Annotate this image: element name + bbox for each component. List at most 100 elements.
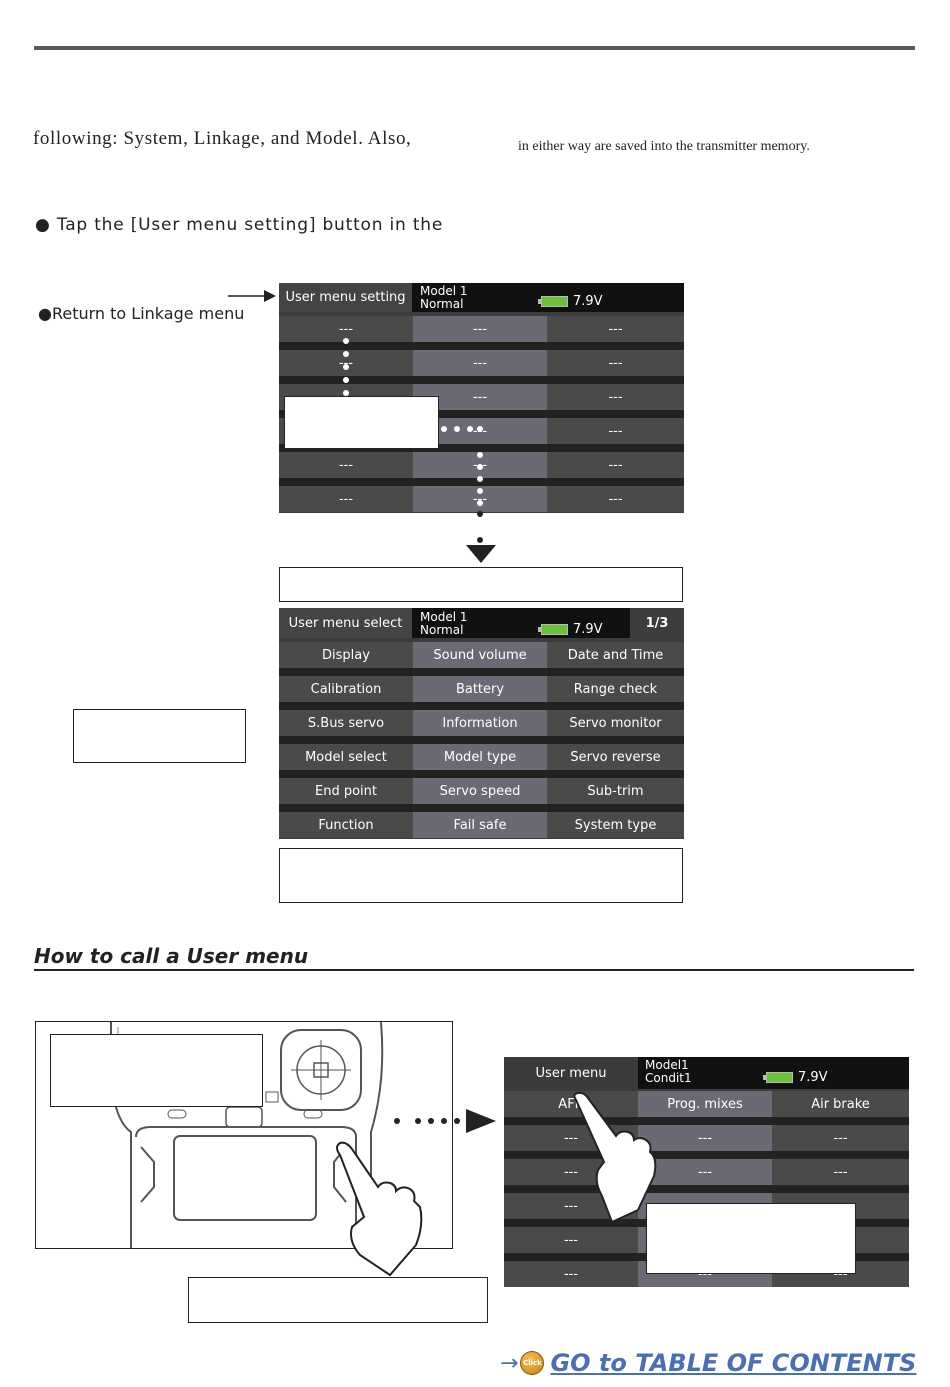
connector-dot <box>477 476 483 482</box>
click-icon: Click <box>520 1351 545 1375</box>
menu-item-cell[interactable]: --- <box>504 1261 638 1287</box>
model-name: Model 1 Normal <box>420 285 467 311</box>
menu-item-cell[interactable]: S.Bus servo <box>279 710 413 736</box>
arrow-right-icon <box>228 290 276 302</box>
connector-dot <box>477 500 483 506</box>
user-menu-setting-button[interactable]: User menu setting <box>279 283 412 312</box>
menu-slot-cell[interactable]: --- <box>279 350 413 376</box>
connector-dot <box>415 1118 421 1124</box>
connector-dot <box>477 464 483 470</box>
row-divider <box>279 478 684 486</box>
menu-slot-cell[interactable]: --- <box>547 486 684 512</box>
menu-item-cell[interactable]: Air brake <box>772 1091 909 1117</box>
battery-indicator: 7.9V <box>538 622 603 637</box>
arrow-down-icon <box>466 545 496 563</box>
menu-item-cell[interactable]: Battery <box>413 676 547 702</box>
page-indicator-button[interactable]: 1/3 <box>630 608 684 638</box>
menu-slot-cell[interactable]: --- <box>547 452 684 478</box>
connector-dot <box>477 537 483 543</box>
menu-slot-cell[interactable]: --- <box>547 384 684 410</box>
connector-dot <box>394 1118 400 1124</box>
menu-item-cell[interactable]: Prog. mixes <box>638 1091 772 1117</box>
menu-slot-cell[interactable]: --- <box>413 350 547 376</box>
connector-dot <box>467 426 473 432</box>
model-line2: Normal <box>420 623 464 637</box>
menu-item-cell[interactable]: Model select <box>279 744 413 770</box>
menu-item-cell[interactable]: Information <box>413 710 547 736</box>
connector-dot <box>454 426 460 432</box>
battery-voltage: 7.9V <box>798 1070 828 1085</box>
connector-dot <box>343 364 349 370</box>
connector-dot <box>343 338 349 344</box>
model-name: Model1 Condit1 <box>645 1059 692 1085</box>
menu-slot-cell[interactable]: --- <box>547 316 684 342</box>
toc-link-text[interactable]: GO to TABLE OF CONTENTS <box>550 1349 917 1377</box>
menu-item-cell[interactable]: Function <box>279 812 413 838</box>
menu-slot-cell[interactable]: --- <box>413 316 547 342</box>
menu-item-cell[interactable]: --- <box>772 1125 909 1151</box>
model-line1: Model 1 <box>420 610 468 624</box>
pointing-hand-icon <box>336 1141 423 1277</box>
menu-item-cell[interactable]: Servo reverse <box>547 744 684 770</box>
battery-icon <box>763 1072 793 1083</box>
menu-item-cell[interactable]: Model type <box>413 744 547 770</box>
menu-item-cell[interactable]: Date and Time <box>547 642 684 668</box>
section-title: How to call a User menu <box>34 944 309 968</box>
connector-dot <box>343 351 349 357</box>
model-line1: Model 1 <box>420 284 468 298</box>
connector-dot <box>477 511 483 517</box>
caption-box-1 <box>279 567 683 602</box>
menu-item-cell[interactable]: Servo monitor <box>547 710 684 736</box>
row-divider <box>504 1185 909 1193</box>
menu-item-cell[interactable]: --- <box>772 1159 909 1185</box>
connector-dot <box>441 426 447 432</box>
menu-slot-cell[interactable]: --- <box>279 452 413 478</box>
menu-slot-cell[interactable]: --- <box>279 486 413 512</box>
row-divider <box>279 444 684 452</box>
connector-dot <box>477 452 483 458</box>
battery-voltage: 7.9V <box>573 622 603 637</box>
menu-item-cell[interactable]: Servo speed <box>413 778 547 804</box>
row-divider <box>279 668 684 676</box>
connector-dot <box>454 1118 460 1124</box>
toc-arrow: → <box>500 1350 519 1376</box>
connector-dot <box>477 488 483 494</box>
row-divider <box>279 770 684 778</box>
row-divider <box>504 1151 909 1159</box>
menu-slot-cell[interactable]: --- <box>279 316 413 342</box>
user-menu-select-title: User menu select <box>279 608 412 638</box>
callout-box <box>284 396 439 449</box>
connector-dot <box>343 377 349 383</box>
menu-item-cell[interactable]: System type <box>547 812 684 838</box>
caption-box-2 <box>279 848 683 903</box>
toc-link[interactable]: → Click GO to TABLE OF CONTENTS <box>500 1349 916 1377</box>
menu-item-cell[interactable]: --- <box>504 1227 638 1253</box>
instruction-bullet: ● Tap the [User menu setting] button in … <box>35 215 444 235</box>
user-menu-title: User menu <box>504 1057 638 1089</box>
menu-item-cell[interactable]: Range check <box>547 676 684 702</box>
menu-item-cell[interactable]: Sub-trim <box>547 778 684 804</box>
menu-item-cell[interactable]: Display <box>279 642 413 668</box>
menu-item-cell[interactable]: --- <box>638 1125 772 1151</box>
connector-dot <box>343 390 349 396</box>
menu-item-cell[interactable]: Calibration <box>279 676 413 702</box>
model-line1: Model1 <box>645 1058 689 1072</box>
row-divider <box>279 376 684 384</box>
menu-item-cell[interactable]: End point <box>279 778 413 804</box>
callout-box-menu <box>646 1203 856 1274</box>
pointing-hand-icon <box>573 1092 657 1224</box>
menu-slot-cell[interactable]: --- <box>547 350 684 376</box>
battery-icon <box>538 296 568 307</box>
note-box-left <box>73 709 246 763</box>
menu-item-cell[interactable]: Sound volume <box>413 642 547 668</box>
row-divider <box>279 410 684 418</box>
model-line2: Condit1 <box>645 1071 692 1085</box>
menu-item-cell[interactable]: Fail safe <box>413 812 547 838</box>
model-line2: Normal <box>420 297 464 311</box>
return-label: ●Return to Linkage menu <box>38 304 245 323</box>
menu-item-cell[interactable]: --- <box>638 1159 772 1185</box>
connector-dot <box>428 1118 434 1124</box>
model-name: Model 1 Normal <box>420 611 467 637</box>
menu-slot-cell[interactable]: --- <box>547 418 684 444</box>
menu-item-cell[interactable]: AFR <box>504 1091 638 1117</box>
